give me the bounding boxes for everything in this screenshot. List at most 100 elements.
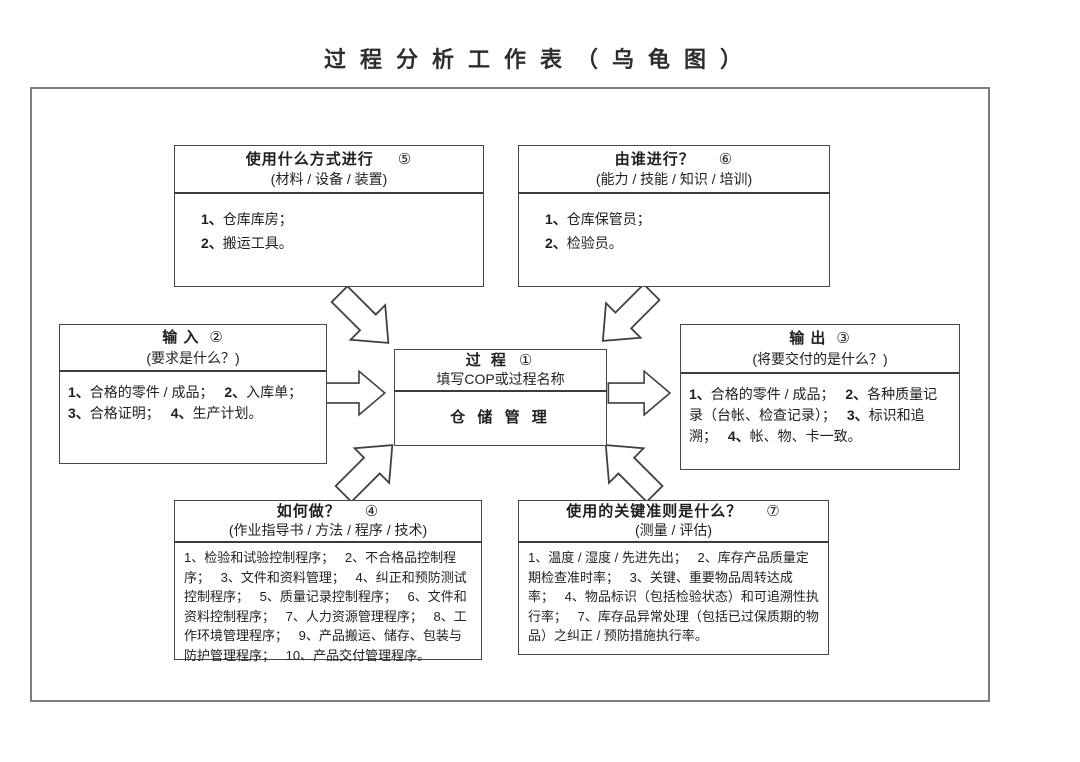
list-item: 6、文件和资料控制程序； [184, 589, 467, 624]
list-item: 4、物品标识（包括检验状态）和可追溯性执行率； [528, 589, 819, 624]
arrow-process-to-output-icon [607, 369, 672, 417]
box-who-subtitle: (能力 / 技能 / 知识 / 培训) [595, 171, 753, 188]
box-input-title: 输 入 ② [60, 328, 326, 348]
item-number: 5、 [259, 589, 280, 604]
box-title-text: 由谁进行？ [614, 150, 695, 168]
circled-number: ⑦ [766, 503, 781, 521]
box-title-text: 过 程 [465, 352, 509, 370]
box-how: 如何做？ ④ (作业指导书 / 方法 / 程序 / 技术) 1、检验和试验控制程序… [174, 500, 482, 663]
list-item: 1、合格的零件 / 成品； [68, 384, 214, 400]
list-item: 1、温度 / 湿度 / 先进先出； [528, 550, 687, 565]
arrow-method-to-process-icon [330, 284, 390, 344]
arrows-layer [322, 282, 672, 504]
box-method: 使用什么方式进行 ⑤ (材料 / 设备 / 装置) 1、仓库库房； 2、搬运工具。 [174, 145, 484, 287]
circled-number: ② [209, 329, 224, 347]
list-item: 7、库存品异常处理（包括已过保质期的物品）之纠正 / 预防措施执行率。 [528, 608, 819, 644]
item-number: 2、 [845, 386, 868, 402]
item-number: 2、 [697, 550, 718, 565]
item-number: 1、 [528, 550, 549, 565]
page-title: 过程分析工作表（乌龟图） [323, 47, 756, 72]
item-number: 1、 [201, 211, 223, 227]
item-number: 10、 [285, 647, 314, 663]
box-how-title: 如何做？ ④ [175, 503, 481, 522]
list-item: 2、各种质量记录（台帐、检查记录）； [689, 386, 938, 423]
list-item: 4、生产计划。 [170, 405, 263, 421]
list-item: 4、纠正和预防测试控制程序； [184, 569, 467, 605]
list-item: 5、质量记录控制程序； [259, 589, 397, 604]
circled-number: ④ [364, 503, 380, 521]
list-item: 1、仓库保管员； [545, 211, 651, 227]
arrow-who-to-process-icon [601, 282, 661, 342]
circled-number: ⑥ [718, 150, 734, 168]
list-item: 3、标识和追溯； [689, 407, 925, 444]
item-number: 1、 [68, 384, 90, 400]
box-title-text: 使用的关键准则是什么？ [566, 503, 743, 521]
list-item: 1、合格的零件 / 成品； [689, 386, 835, 402]
circled-number: ⑤ [397, 150, 413, 168]
box-method-items: 1、仓库库房； 2、搬运工具。 [175, 194, 483, 286]
arrow-how-to-process-icon [334, 444, 394, 504]
box-criteria-title: 使用的关键准则是什么？ ⑦ [519, 503, 828, 522]
box-how-header: 如何做？ ④ (作业指导书 / 方法 / 程序 / 技术) [175, 501, 481, 543]
arrow-criteria-to-process-icon [604, 444, 664, 504]
box-output-subtitle: (将要交付的是什么？) [752, 350, 888, 367]
item-number: 4、 [170, 405, 193, 421]
box-criteria-items: 1、温度 / 湿度 / 先进先出； 2、库存产品质量定期检查准时率； 3、关键、… [519, 543, 828, 654]
box-criteria-header: 使用的关键准则是什么？ ⑦ (测量 / 评估) [519, 501, 828, 543]
list-item: 4、帐、物、卡一致。 [727, 428, 862, 444]
box-output-items: 1、合格的零件 / 成品； 2、各种质量记录（台帐、检查记录）； 3、标识和追溯… [681, 374, 959, 469]
item-number: 3、 [629, 569, 650, 585]
item-number: 1、 [545, 211, 567, 227]
box-how-subtitle: (作业指导书 / 方法 / 程序 / 技术) [228, 521, 428, 538]
box-how-items: 1、检验和试验控制程序； 2、不合格品控制程序； 3、文件和资料管理； 4、纠正… [175, 543, 481, 670]
box-who-header: 由谁进行？ ⑥ (能力 / 技能 / 知识 / 培训) [519, 146, 829, 194]
box-who-title: 由谁进行？ ⑥ [519, 150, 829, 170]
list-item: 2、检验员。 [545, 235, 623, 251]
list-item: 3、合格证明； [68, 405, 160, 421]
list-item: 2、不合格品控制程序； [184, 550, 457, 585]
box-method-header: 使用什么方式进行 ⑤ (材料 / 设备 / 装置) [175, 146, 483, 194]
box-input: 输 入 ② (要求是什么？) 1、合格的零件 / 成品； 2、入库单； 3、合格证… [59, 324, 327, 464]
item-number: 1、 [184, 550, 205, 565]
box-input-items: 1、合格的零件 / 成品； 2、入库单； 3、合格证明； 4、生产计划。 [60, 372, 326, 463]
item-number: 3、 [220, 569, 241, 585]
list-item: 9、产品搬运、储存、包装与防护管理程序； [184, 628, 462, 663]
box-input-subtitle: (要求是什么？) [146, 349, 240, 366]
box-input-header: 输 入 ② (要求是什么？) [60, 325, 326, 372]
box-title-text: 输 出 [789, 330, 827, 348]
item-number: 8、 [433, 608, 454, 624]
item-number: 9、 [298, 628, 319, 643]
item-number: 2、 [224, 384, 247, 400]
item-number: 3、 [846, 407, 869, 423]
list-item: 2、库存产品质量定期检查准时率； [528, 550, 809, 585]
list-item: 1、仓库库房； [201, 211, 293, 227]
item-number: 6、 [407, 589, 428, 604]
list-item: 2、入库单； [224, 384, 303, 400]
box-process-subtitle: 填写COP或过程名称 [436, 370, 565, 387]
item-number: 7、 [577, 608, 598, 624]
box-criteria-subtitle: (测量 / 评估) [635, 521, 712, 538]
box-title-text: 使用什么方式进行 [245, 150, 374, 168]
item-number: 4、 [564, 589, 585, 604]
box-method-title: 使用什么方式进行 ⑤ [175, 150, 483, 170]
item-number: 2、 [201, 235, 223, 251]
item-number: 4、 [727, 428, 750, 444]
list-item: 3、文件和资料管理； [220, 569, 345, 585]
list-item: 2、搬运工具。 [201, 235, 293, 251]
item-number: 3、 [68, 405, 90, 421]
box-title-text: 输 入 [162, 329, 200, 347]
box-title-text: 如何做？ [276, 503, 341, 521]
list-item: 1、检验和试验控制程序； [184, 550, 335, 565]
list-item: 3、关键、重要物品周转达成率； [528, 569, 793, 605]
list-item: 10、产品交付管理程序。 [285, 647, 431, 663]
list-item: 7、人力资源管理程序； [285, 608, 423, 624]
box-who: 由谁进行？ ⑥ (能力 / 技能 / 知识 / 培训) 1、仓库保管员； 2、检验员… [518, 145, 830, 287]
box-method-subtitle: (材料 / 设备 / 装置) [270, 171, 388, 188]
